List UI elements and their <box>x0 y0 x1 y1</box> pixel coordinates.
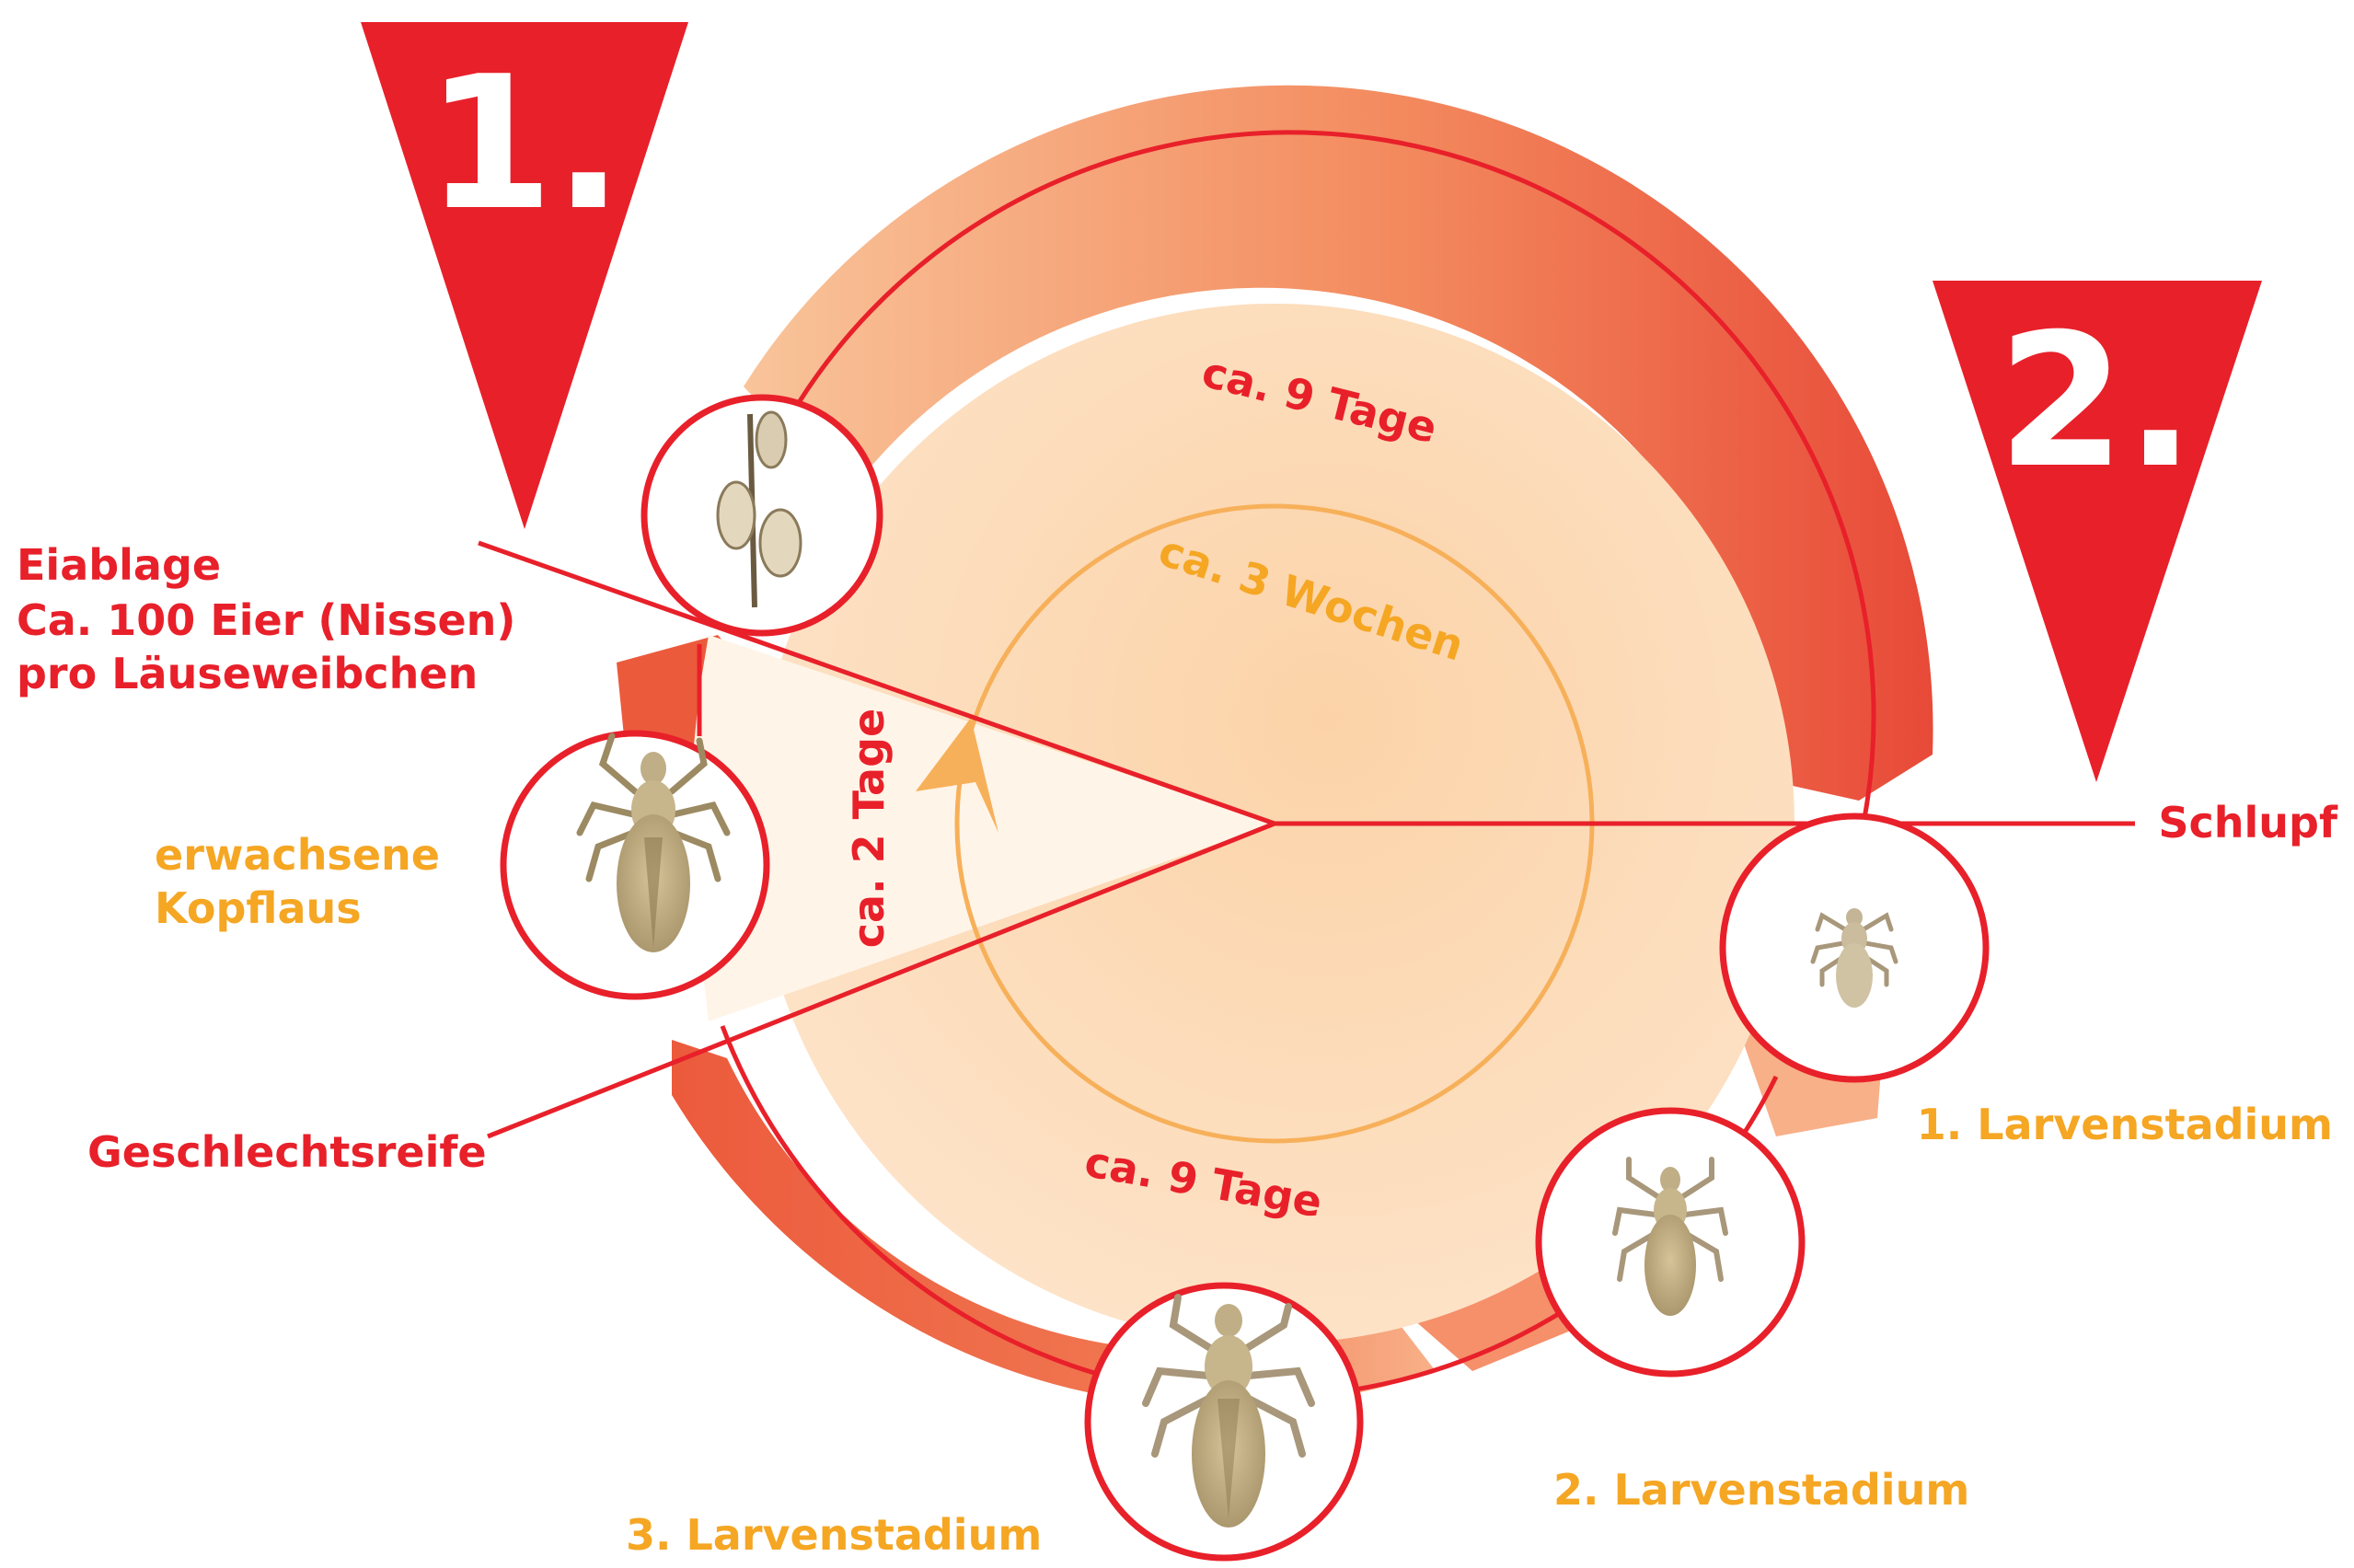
wedge-duration: ca. 2 Tage <box>844 709 894 948</box>
marker-2: 2. <box>1933 281 2262 782</box>
larva1-label: 1. Larvenstadium <box>1917 1100 2333 1149</box>
stage-circle-larva2 <box>1539 1111 1802 1374</box>
eiablage-count: Ca. 100 Eier (Nissen) <box>17 595 515 645</box>
stage-circle-larva1 <box>1723 816 1986 1079</box>
stage-circle-larva3 <box>1088 1286 1360 1558</box>
eiablage-per-female: pro Läuseweibchen <box>17 649 478 698</box>
eiablage-label: Eiablage Ca. 100 Eier (Nissen) pro Läuse… <box>17 540 515 698</box>
adult-label-line1: erwachsene <box>155 830 440 880</box>
adult-label: erwachsene Kopflaus <box>155 830 440 933</box>
schlupf-label: Schlupf <box>2158 798 2338 847</box>
adult-label-line2: Kopflaus <box>155 883 362 933</box>
larva3-label: 3. Larvenstadium <box>626 1510 1042 1560</box>
stage-circle-adult <box>503 733 767 997</box>
marker-2-label: 2. <box>1997 294 2195 509</box>
marker-1: 1. <box>361 22 688 529</box>
geschlechtsreife-label: Geschlechtsreife <box>87 1127 487 1177</box>
larva2-label: 2. Larvenstadium <box>1553 1465 1969 1515</box>
stage-circle-eggs <box>644 398 880 633</box>
marker-1-label: 1. <box>425 37 623 251</box>
eiablage-title: Eiablage <box>17 540 221 590</box>
